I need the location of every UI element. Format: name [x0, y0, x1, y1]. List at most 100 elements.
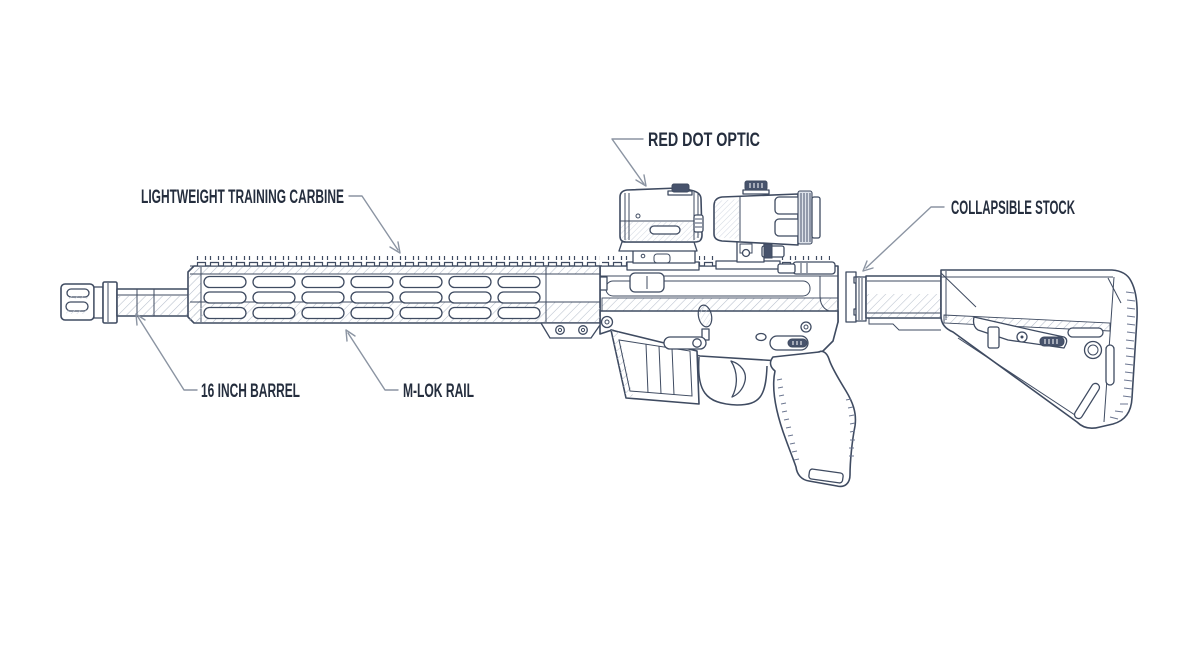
mlok-slot — [350, 275, 394, 289]
callout-label: LIGHTWEIGHT TRAINING CARBINE — [141, 187, 344, 208]
callout-label: COLLAPSIBLE STOCK — [951, 198, 1075, 219]
riser-cutout — [653, 253, 671, 264]
mlok-slot — [301, 275, 345, 289]
mlok-slot — [399, 275, 443, 289]
mlok-slot — [399, 291, 443, 304]
barrel-shading — [118, 296, 188, 315]
muzzle-collar — [93, 286, 104, 319]
optic-dot — [635, 213, 641, 219]
rail-teeth-receiver — [602, 256, 630, 266]
mlok-slot — [350, 306, 394, 320]
rail-teeth-handguard — [194, 256, 600, 266]
mlok-slot — [497, 275, 541, 289]
lever-hook — [987, 326, 1000, 349]
magazine-rib — [645, 343, 649, 394]
arrowhead — [389, 241, 401, 254]
qd-sling-socket-inner — [1087, 344, 1099, 356]
receiver-hatch-band — [601, 297, 839, 312]
mlok-slot — [350, 291, 394, 304]
side-knob-serrations — [695, 218, 702, 228]
callout-red-dot-optic: RED DOT OPTIC — [611, 130, 760, 187]
mount-pivot — [741, 248, 751, 258]
mlok-slot — [399, 306, 443, 320]
optic-slot — [649, 225, 681, 235]
collapsible-stock — [940, 269, 1138, 429]
optic-top-knob — [671, 183, 690, 193]
mlok-slot — [203, 275, 247, 289]
callout-collapsible-stock: COLLAPSIBLE STOCK — [862, 198, 1075, 272]
mlok-slot — [497, 306, 541, 320]
castle-nut — [855, 276, 867, 322]
butt-pad-serrations — [1109, 291, 1136, 420]
stock-slot-vertical — [1105, 344, 1115, 386]
lever-pivot-dot — [1020, 335, 1024, 339]
eyepiece-cap — [811, 196, 821, 239]
bolt-catch-paddle — [697, 304, 713, 328]
magazine-rib — [671, 347, 675, 396]
arrowhead — [862, 260, 874, 272]
callout-lightweight-training-carbine: LIGHTWEIGHT TRAINING CARBINE — [141, 187, 401, 254]
optic-riser — [632, 249, 696, 264]
magnifier-window — [774, 196, 802, 215]
mlok-slot — [203, 291, 247, 304]
arrowhead — [135, 313, 146, 326]
mlok-slot — [497, 291, 541, 304]
mlok-slot — [301, 291, 345, 304]
leader-line — [347, 332, 399, 391]
magazine-rib — [658, 345, 662, 395]
stock-slot-diagonal — [1073, 382, 1101, 420]
grip-back-serrations — [845, 398, 856, 457]
barrel-nut-lobe — [540, 322, 601, 339]
callout-label: 16 INCH BARREL — [201, 381, 300, 402]
lower-receiver — [599, 304, 839, 405]
handguard-screw-center — [580, 327, 586, 333]
red-dot-optic — [618, 183, 704, 271]
handguard-top-band — [194, 267, 600, 274]
buffer-tube-rib — [868, 318, 941, 331]
safety-selector — [769, 335, 809, 351]
mag-release-button — [692, 338, 702, 348]
buffer-tube-assembly — [845, 271, 942, 331]
magnifier-window — [774, 218, 802, 237]
buffer-tube-shading — [867, 294, 941, 317]
handguard-bottom-band — [194, 302, 600, 322]
rail-teeth-receiver — [780, 256, 830, 266]
mlok-slot-row-middle — [203, 291, 541, 304]
flip-latch-bar — [763, 243, 773, 259]
grip-front-serrations — [776, 378, 800, 461]
mlok-slot — [448, 306, 492, 320]
callout-m-lok-rail: M-LOK RAIL — [345, 329, 474, 402]
trigger-guard — [697, 356, 768, 406]
barrel-nut-ring — [102, 281, 118, 324]
pivot-pin-center — [604, 319, 610, 325]
mlok-slot-row-top — [203, 275, 541, 289]
muzzle-shading — [67, 296, 88, 299]
selector-serrations — [792, 341, 802, 345]
arrowhead — [345, 329, 356, 342]
charging-handle-latch — [777, 263, 796, 274]
mlok-slot — [252, 291, 296, 304]
mlok-slot — [203, 306, 247, 320]
mlok-slot — [252, 306, 296, 320]
arrowhead — [635, 174, 647, 187]
lever-grip-serrations — [1044, 339, 1058, 344]
knob-base — [742, 189, 770, 195]
stock-body — [940, 269, 1138, 429]
magnifier — [713, 180, 821, 270]
mlok-slot-row-bottom — [203, 306, 541, 320]
stock-slot-horizontal — [1067, 327, 1104, 338]
rail-teeth-receiver — [699, 256, 715, 266]
receiver-detent — [755, 332, 767, 342]
pivot-pin — [600, 315, 614, 329]
trigger-group — [697, 356, 768, 406]
stock-bottom-inner-line — [957, 337, 1079, 418]
callout-label: M-LOK RAIL — [403, 381, 474, 402]
charging-handle-bar — [792, 261, 836, 275]
leader-line — [348, 195, 399, 251]
top-knob-serrations — [749, 183, 763, 188]
handguard-screw — [578, 325, 588, 335]
handguard-screw-center — [557, 327, 563, 333]
callout-label: RED DOT OPTIC — [648, 130, 760, 151]
